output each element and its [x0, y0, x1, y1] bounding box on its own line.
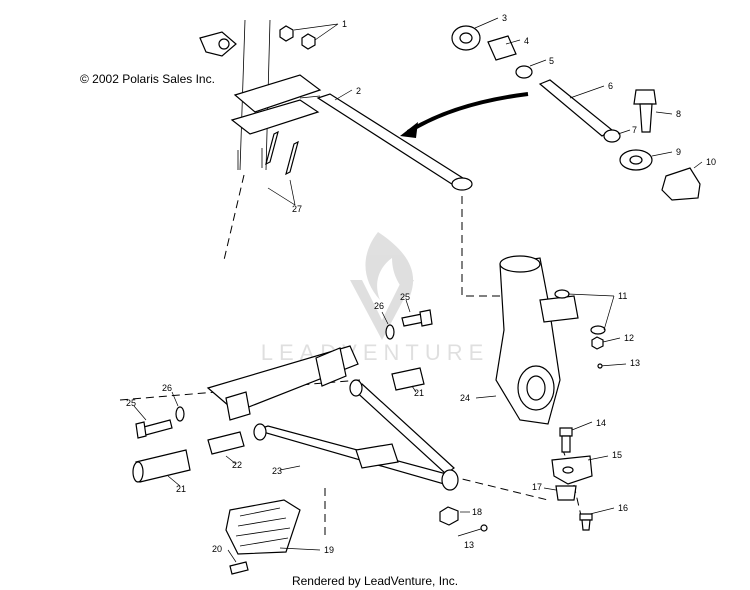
washer-11 — [554, 289, 615, 335]
watermark-text: LEADVENTURE — [261, 340, 490, 365]
callout-22: 22 — [232, 460, 242, 470]
tie-rod-end-3 — [451, 17, 499, 51]
adjuster-6 — [538, 79, 614, 137]
callout-27: 27 — [292, 204, 302, 214]
guide-line-a-arm — [449, 475, 549, 501]
frame-column — [199, 19, 322, 261]
bolt-14 — [559, 421, 593, 453]
callout-20: 20 — [212, 544, 222, 554]
jam-nut-7 — [603, 129, 631, 143]
bolt-27 — [265, 130, 299, 206]
callout-13-upper: 13 — [630, 358, 640, 368]
bolt-25-upper — [401, 299, 433, 327]
copyright-text: © 2002 Polaris Sales Inc. — [80, 72, 215, 86]
cotter-pin-13-upper — [597, 363, 627, 369]
callout-25-lower: 25 — [126, 398, 136, 408]
ball-joint-17 — [543, 485, 577, 501]
bolt-16 — [579, 507, 615, 531]
callout-12: 12 — [624, 333, 634, 343]
washer-5 — [515, 59, 547, 79]
shield-19 — [225, 499, 321, 555]
callout-labels: 1 2 3 4 5 6 7 8 9 10 11 12 13 13 14 15 1… — [126, 13, 716, 555]
callout-15: 15 — [612, 450, 622, 460]
callout-13-lower: 13 — [464, 540, 474, 550]
tie-rod-2 — [299, 89, 473, 191]
guide-line-ball-joint — [561, 447, 583, 521]
callout-1: 1 — [342, 19, 347, 29]
watermark-logo — [350, 232, 414, 340]
frame-bracket — [206, 345, 359, 421]
callout-9: 9 — [676, 147, 681, 157]
bushing-21-upper — [391, 367, 425, 393]
nut-1 — [279, 23, 339, 50]
washer-26-upper — [381, 311, 395, 340]
callout-23: 23 — [272, 466, 282, 476]
callout-18: 18 — [472, 507, 482, 517]
callout-4: 4 — [524, 36, 529, 46]
callout-8: 8 — [676, 109, 681, 119]
bolt-8 — [633, 89, 673, 133]
callout-26-upper: 26 — [374, 301, 384, 311]
spindle-24 — [475, 255, 579, 425]
callout-17: 17 — [532, 482, 542, 492]
callout-2: 2 — [356, 86, 361, 96]
jam-nut-4 — [487, 35, 521, 61]
callout-10: 10 — [706, 157, 716, 167]
bushing-22 — [207, 431, 245, 465]
assembly-arrow — [400, 92, 529, 138]
callout-11: 11 — [618, 291, 627, 301]
callout-21-upper: 21 — [414, 388, 424, 398]
guide-line-spindle — [461, 196, 500, 297]
callout-14: 14 — [596, 418, 606, 428]
cotter-pin-13-lower — [457, 524, 488, 537]
callout-26-lower: 26 — [162, 383, 172, 393]
a-arm-23 — [253, 379, 459, 491]
nut-18 — [439, 506, 470, 526]
nut-12 — [591, 336, 621, 350]
washer-26-lower — [171, 391, 185, 422]
callout-25-upper: 25 — [400, 292, 410, 302]
boot-10 — [661, 161, 703, 201]
callout-3: 3 — [502, 13, 507, 23]
callout-7: 7 — [632, 125, 637, 135]
bolt-25-lower — [133, 405, 173, 439]
callout-16: 16 — [618, 503, 628, 513]
callout-5: 5 — [549, 56, 554, 66]
callout-6: 6 — [608, 81, 613, 91]
bolt-20 — [227, 549, 249, 575]
tie-rod-end-9 — [619, 149, 673, 171]
ball-joint-plate-15 — [551, 455, 609, 485]
bushing-21-lower — [132, 449, 191, 487]
callout-24: 24 — [460, 393, 470, 403]
callout-19: 19 — [324, 545, 334, 555]
credit-text: Rendered by LeadVenture, Inc. — [291, 574, 459, 588]
callout-21-lower: 21 — [176, 484, 186, 494]
